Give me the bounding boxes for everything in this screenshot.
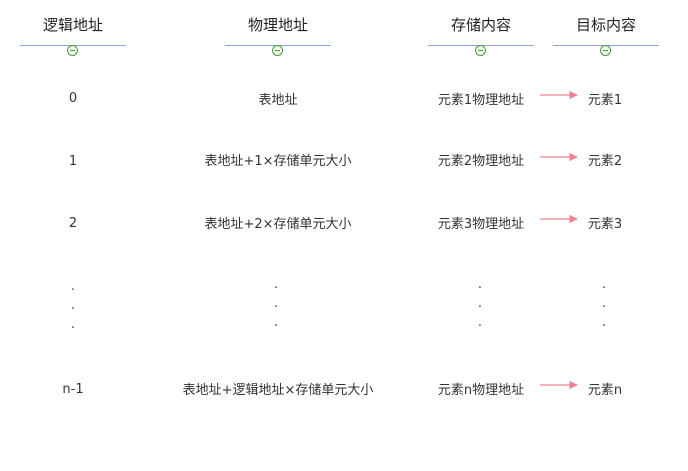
header-target-content: 目标内容 — [575, 16, 636, 34]
collapse-icon[interactable] — [475, 45, 486, 56]
stored-content-cell: 元素n物理地址 — [437, 383, 525, 398]
physical-address-cell: 表地址 — [258, 93, 298, 108]
ellipsis-dot: · — [70, 302, 76, 317]
ellipsis-physical: · · · — [266, 279, 286, 336]
logical-address-cell: 2 — [68, 216, 78, 231]
stored-content-cell: 元素1物理地址 — [437, 93, 525, 108]
ellipsis-dot: · — [273, 319, 279, 334]
ellipsis-dot: · — [477, 319, 483, 334]
ellipsis-dot: · — [601, 300, 607, 315]
ellipsis-dot: · — [273, 300, 279, 315]
collapse-icon[interactable] — [67, 45, 78, 56]
logical-address-cell: n-1 — [62, 382, 84, 397]
ellipsis-dot: · — [70, 283, 76, 298]
target-content-cell: 元素3 — [587, 217, 623, 232]
logical-address-cell: 1 — [68, 154, 78, 169]
physical-address-cell: 表地址+逻辑地址×存储单元大小 — [182, 383, 374, 398]
ellipsis-dot: · — [477, 281, 483, 296]
header-logical-address: 逻辑地址 — [42, 16, 103, 34]
target-content-cell: 元素1 — [587, 93, 623, 108]
ellipsis-dot: · — [601, 319, 607, 334]
header-stored-content: 存储内容 — [450, 16, 511, 34]
collapse-icon[interactable] — [600, 45, 611, 56]
ellipsis-target: · · · — [594, 279, 614, 336]
ellipsis-stored: · · · — [470, 279, 490, 336]
ellipsis-dot: · — [273, 281, 279, 296]
logical-address-cell: 0 — [68, 91, 78, 106]
stored-content-cell: 元素3物理地址 — [437, 217, 525, 232]
target-content-cell: 元素n — [587, 383, 623, 398]
ellipsis-dot: · — [70, 321, 76, 336]
target-content-cell: 元素2 — [587, 154, 623, 169]
ellipsis-logical: · · · — [63, 281, 83, 338]
header-physical-address: 物理地址 — [247, 16, 308, 34]
physical-address-cell: 表地址+1×存储单元大小 — [204, 154, 352, 169]
ellipsis-dot: · — [477, 300, 483, 315]
stored-content-cell: 元素2物理地址 — [437, 154, 525, 169]
ellipsis-dot: · — [601, 281, 607, 296]
collapse-icon[interactable] — [272, 45, 283, 56]
physical-address-cell: 表地址+2×存储单元大小 — [204, 217, 352, 232]
